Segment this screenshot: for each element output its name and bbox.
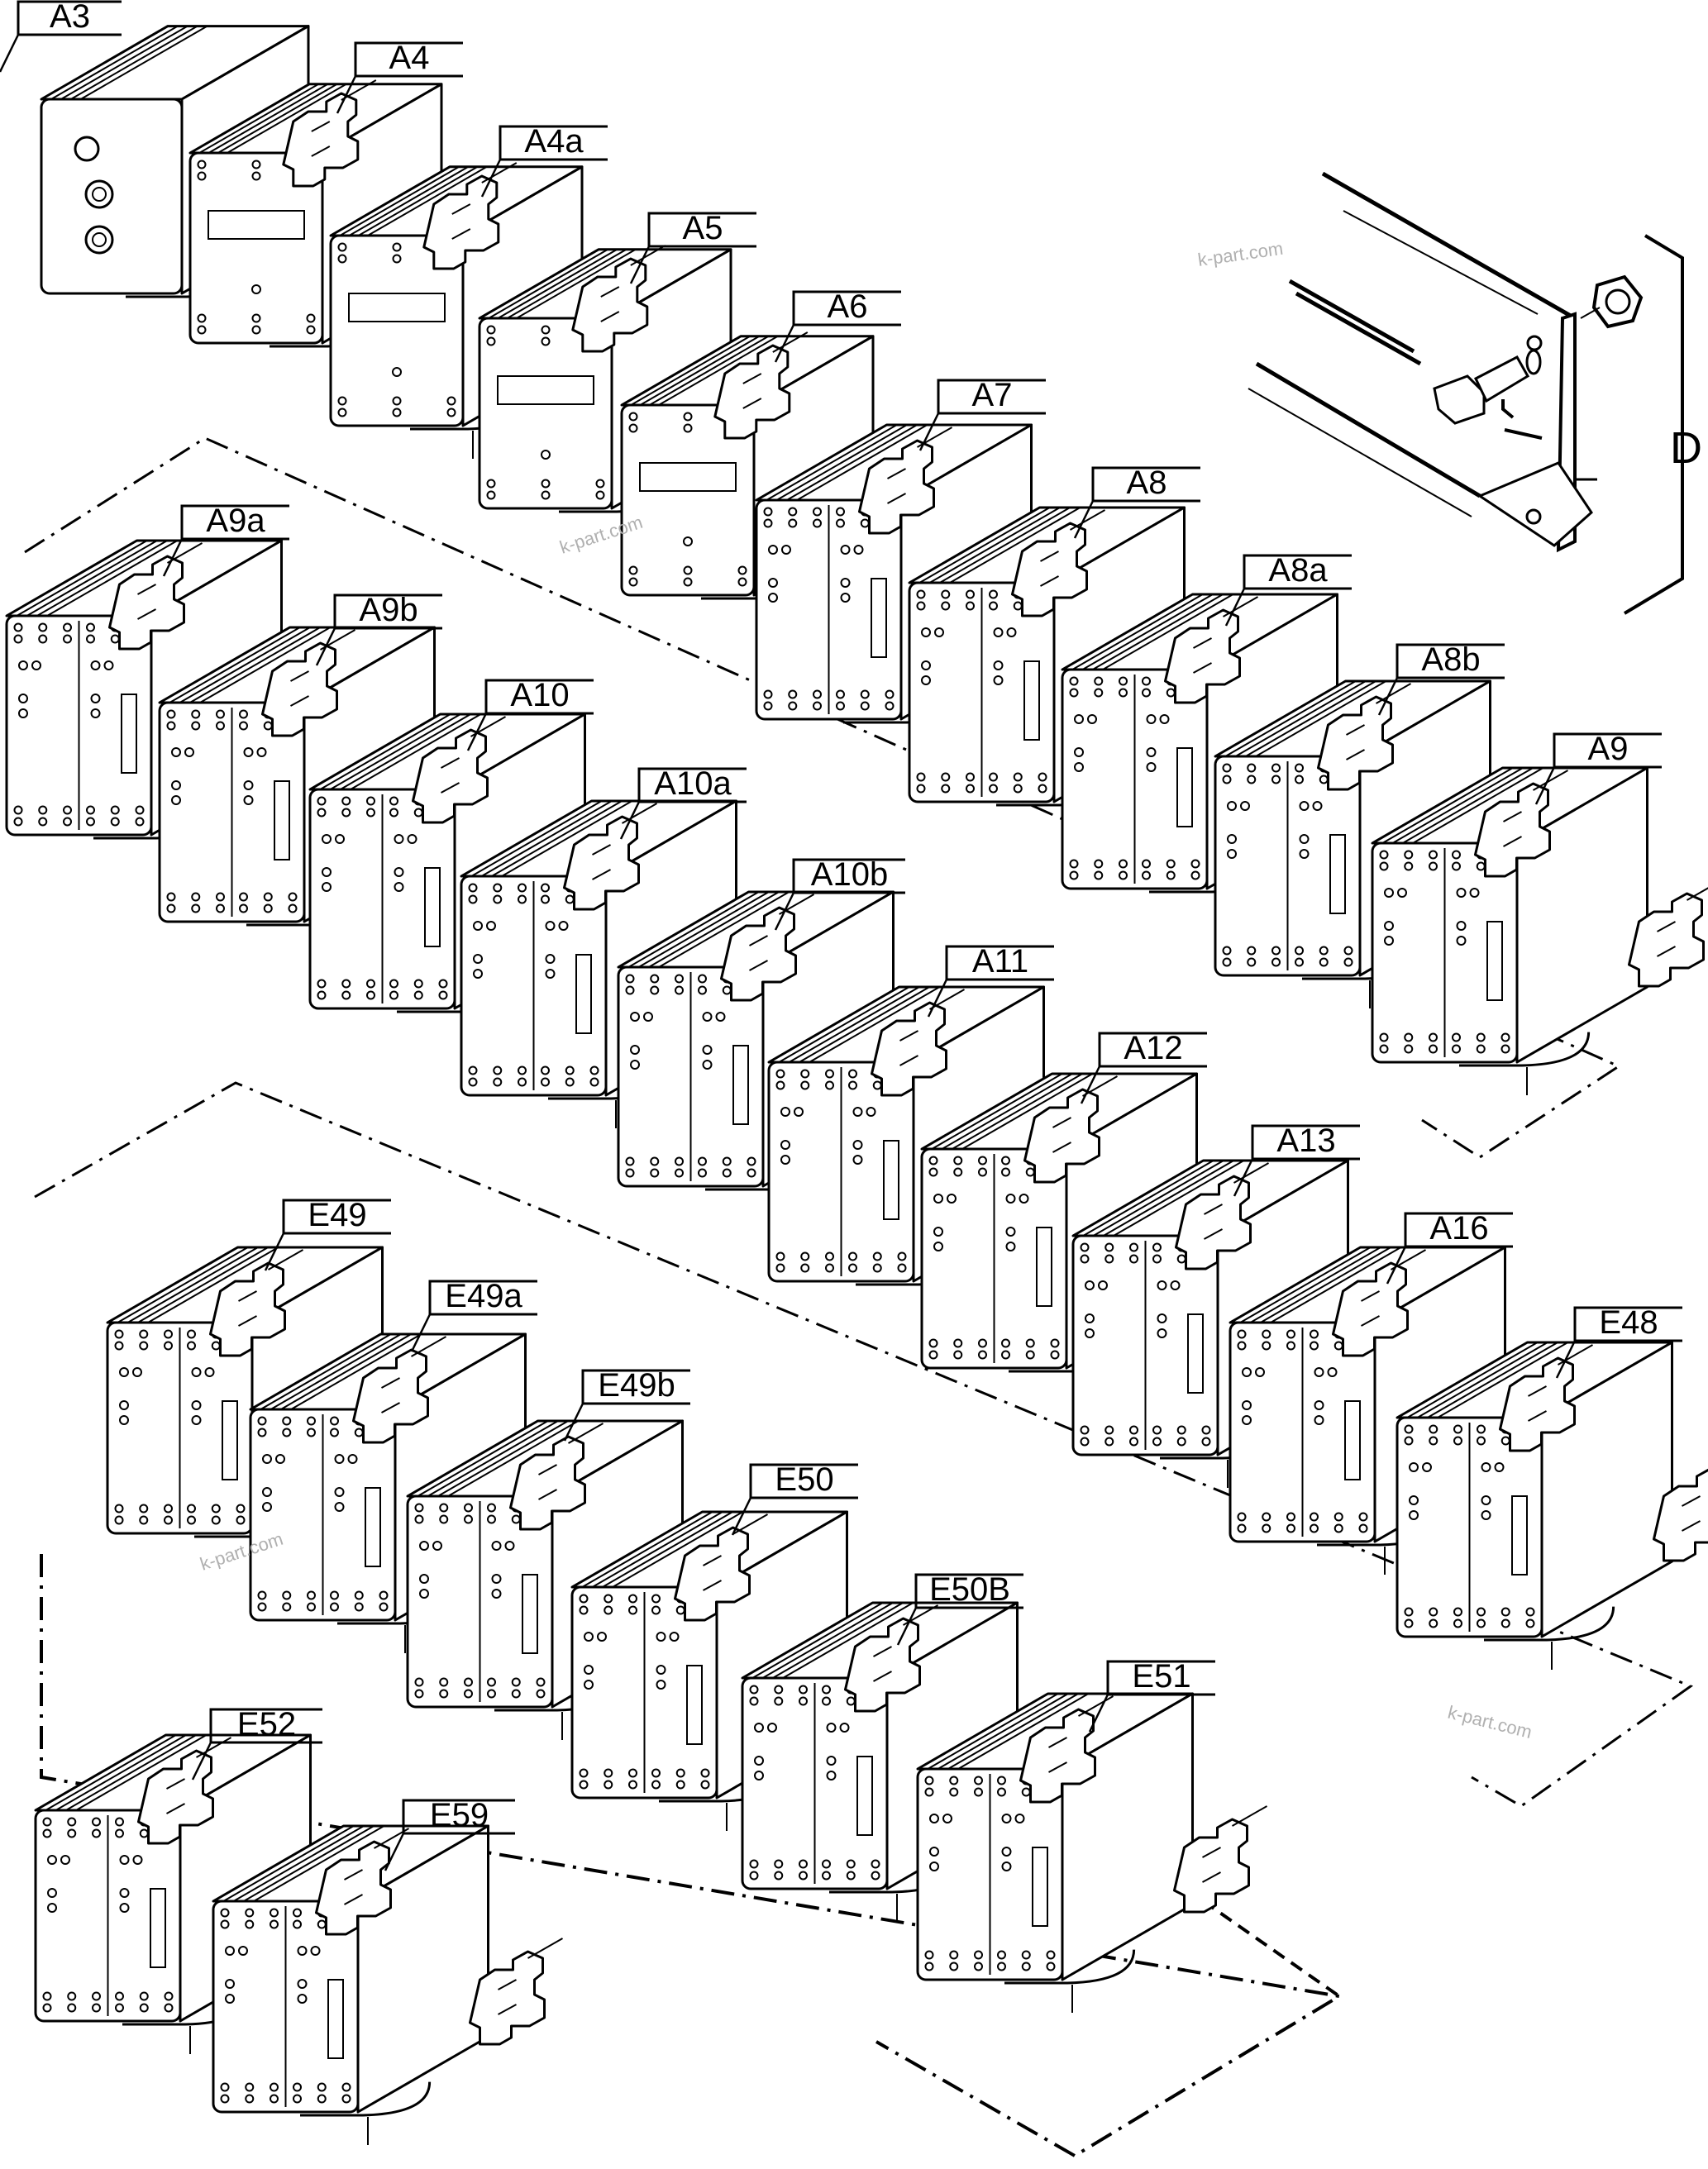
module-e59	[213, 1826, 563, 2145]
callout-text: A10	[510, 677, 569, 713]
module-e48	[1397, 1342, 1708, 1670]
callout-text: E49b	[598, 1367, 675, 1404]
callout-text: A9b	[359, 592, 417, 628]
callout-text: A9	[1588, 731, 1629, 767]
module-e51	[918, 1694, 1267, 2013]
watermark-text: k-part.com	[1446, 1702, 1534, 1742]
callout-text: A11	[972, 943, 1028, 980]
callout-text: E48	[1599, 1304, 1658, 1341]
callout-text: A13	[1276, 1123, 1335, 1159]
callout-text: A8a	[1268, 552, 1328, 589]
callout-text: A8	[1127, 465, 1167, 501]
callout-text: E51	[1132, 1658, 1190, 1695]
detail-d-bracket	[1248, 174, 1682, 613]
callout-text: A7	[972, 377, 1013, 413]
callout-text: E59	[430, 1797, 489, 1833]
callout-text: A16	[1429, 1210, 1488, 1247]
module-a9	[1372, 768, 1708, 1095]
callout-text: A12	[1124, 1030, 1182, 1066]
callout-text: E50B	[929, 1571, 1010, 1608]
callout-text: A9a	[206, 503, 265, 539]
callout-text: A8b	[1421, 641, 1480, 678]
callout-a3: A3	[0, 0, 122, 72]
callout-text: A6	[828, 288, 868, 325]
detail-label-d: D	[1670, 423, 1702, 473]
callout-text: A4	[389, 40, 430, 76]
callout-text: A3	[50, 0, 90, 35]
callout-text: E49a	[445, 1278, 522, 1314]
callout-text: E52	[237, 1706, 296, 1742]
callout-text: A10a	[654, 765, 732, 802]
callout-text: E50	[775, 1461, 833, 1498]
callout-text: A10b	[811, 856, 888, 893]
callout-text: A4a	[524, 123, 584, 160]
callout-text: E49	[308, 1197, 366, 1233]
watermark-text: k-part.com	[1196, 238, 1284, 270]
callout-text: A5	[683, 210, 723, 246]
